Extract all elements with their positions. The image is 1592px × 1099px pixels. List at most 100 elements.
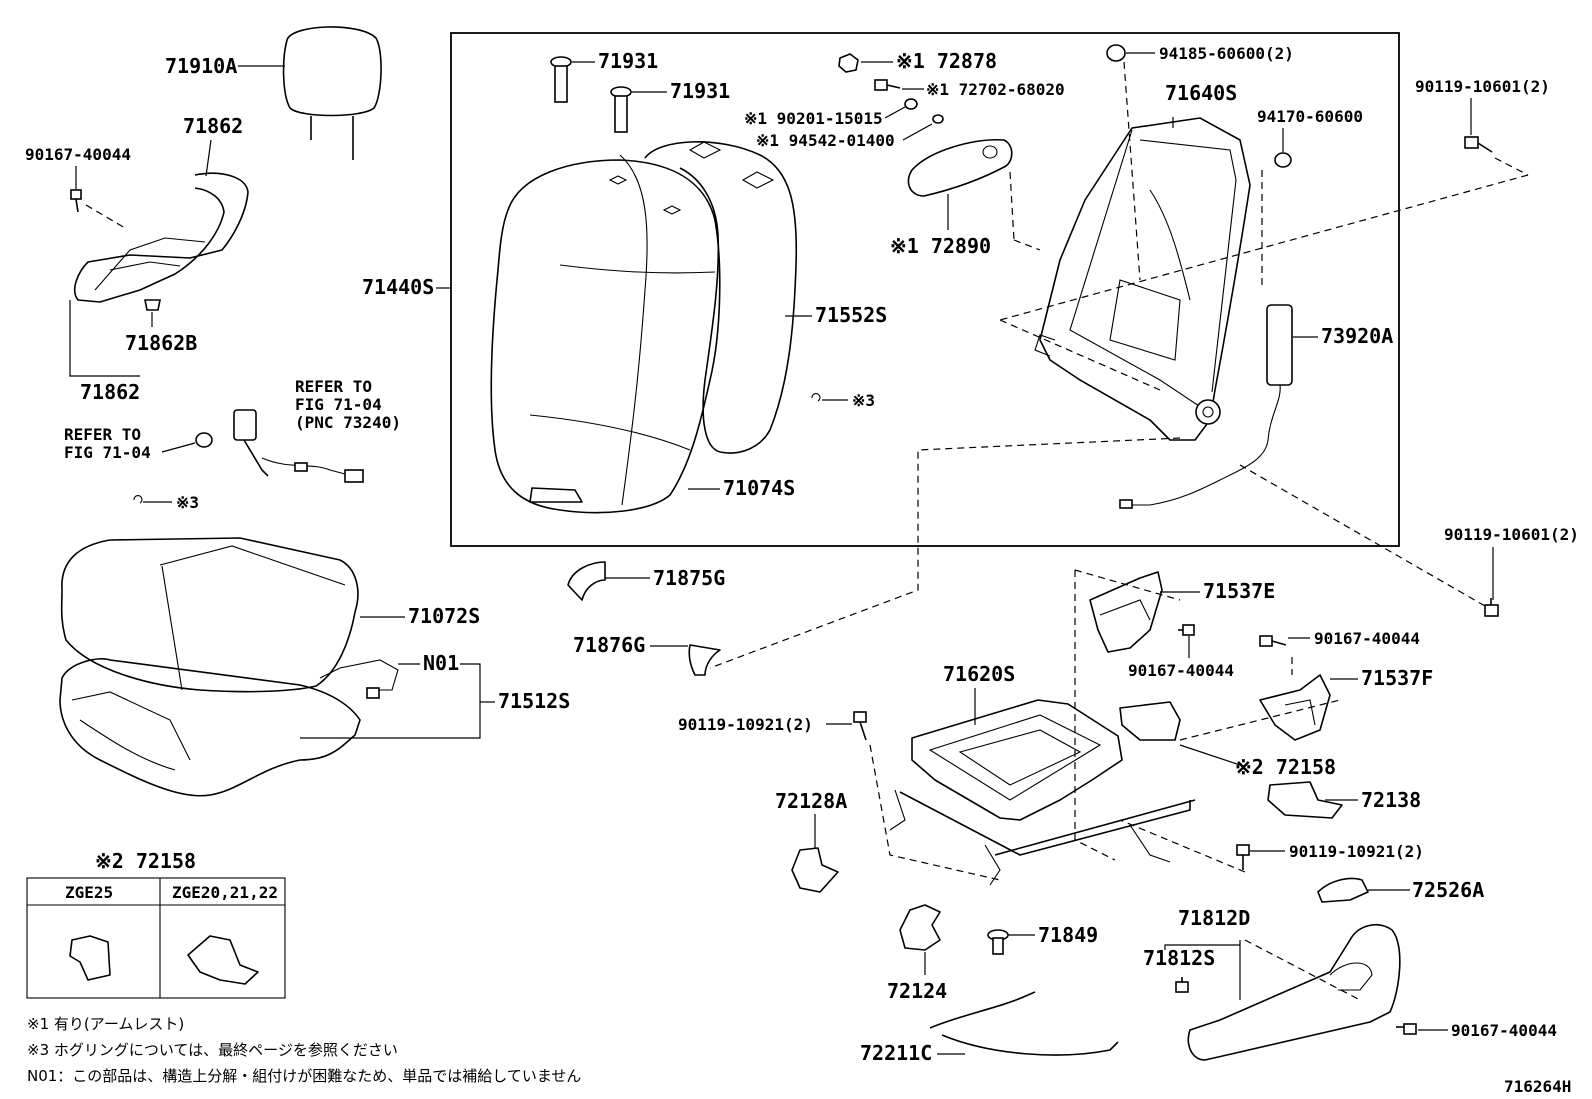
label-73920A: 73920A — [1321, 324, 1393, 348]
label-90167-40044-topleft: 90167-40044 — [25, 145, 131, 164]
variant-part-zge25-drawing — [69, 935, 111, 981]
footnote-n01: N01：この部品は、構造上分解・組付けが困難なため、単品では補給していません — [27, 1067, 581, 1085]
cover-71876G-drawing — [688, 644, 721, 676]
label-90201-15015: ※1 90201-15015 — [744, 109, 883, 128]
variant-table-title: ※2 72158 — [95, 849, 196, 873]
seat-cushion-pad-drawing — [60, 537, 359, 693]
bolt-icon — [874, 79, 901, 91]
label-94185-60600: 94185-60600(2) — [1159, 44, 1294, 63]
bolt-icon — [1178, 624, 1195, 636]
diagram-id: 716264H — [1504, 1077, 1571, 1096]
label-71440S: 71440S — [362, 275, 434, 299]
bolt-icon — [853, 711, 867, 741]
knob-72526A-drawing — [1317, 877, 1369, 903]
seatback-frame-drawing — [1034, 117, 1251, 441]
side-cover-71862-drawing — [73, 172, 249, 303]
seatback-pad-drawing — [644, 141, 798, 454]
label-71849: 71849 — [1038, 923, 1098, 947]
label-90167-40044-mid2: 90167-40044 — [1314, 629, 1420, 648]
label-90167-40044-bottomright: 90167-40044 — [1451, 1021, 1557, 1040]
seatbelt-buckle-drawing — [233, 409, 364, 483]
label-94170-60600: 94170-60600 — [1257, 107, 1363, 126]
seatback-cover-drawing — [490, 154, 721, 514]
hog-ring-icon — [811, 393, 821, 402]
cover-71537F-drawing — [1259, 674, 1331, 741]
seat-heater-element-drawing — [319, 659, 399, 699]
seat-cushion-cover-drawing — [59, 658, 361, 797]
nut-icon — [838, 53, 859, 73]
label-90119-10601-mid: 90119-10601(2) — [1444, 525, 1579, 544]
refer-to-fig-71-04-label1-line3: (PNC 73240) — [295, 413, 401, 432]
hog-ring-icon — [133, 495, 143, 504]
label-90119-10921-left: 90119-10921(2) — [678, 715, 813, 734]
refer-to-fig-71-04-label2-line1: REFER TO — [64, 425, 141, 444]
note3-box: ※3 — [852, 391, 875, 410]
variant-col-1: ZGE25 — [65, 883, 113, 902]
label-90167-40044-mid1: 90167-40044 — [1128, 661, 1234, 680]
label-71862-bottom: 71862 — [80, 380, 140, 404]
label-71931-a: 71931 — [598, 49, 658, 73]
label-90119-10921-right: 90119-10921(2) — [1289, 842, 1424, 861]
label-72128A: 72128A — [775, 789, 847, 813]
refer-to-fig-71-04-label1-line1: REFER TO — [295, 377, 372, 396]
label-72702-68020: ※1 72702-68020 — [926, 80, 1065, 99]
bolt-icon — [1484, 598, 1499, 617]
label-71552S: 71552S — [815, 303, 887, 327]
label-71640S: 71640S — [1165, 81, 1237, 105]
washer-icon — [904, 98, 918, 110]
label-71072S: 71072S — [408, 604, 480, 628]
label-71931-b: 71931 — [670, 79, 730, 103]
label-71812S: 71812S — [1143, 946, 1215, 970]
label-72158-right: ※2 72158 — [1235, 755, 1336, 779]
label-71875G: 71875G — [653, 566, 725, 590]
bolt-icon — [1464, 136, 1493, 153]
label-71812D: 71812D — [1178, 906, 1250, 930]
alignment-line — [709, 437, 1181, 669]
label-71620S: 71620S — [943, 662, 1015, 686]
label-94542-01400: ※1 94542-01400 — [756, 131, 895, 150]
label-71862B: 71862B — [125, 331, 197, 355]
pin-icon — [987, 929, 1009, 955]
armrest-drawing — [907, 138, 1013, 197]
cover-72124-drawing — [899, 904, 941, 951]
clip-icon — [144, 299, 161, 311]
label-71537F: 71537F — [1361, 666, 1433, 690]
label-71876G: 71876G — [573, 633, 645, 657]
footnote-3: ※3 ホグリングについては、最終ページを参照ください — [27, 1041, 398, 1059]
label-90119-10601-top: 90119-10601(2) — [1415, 77, 1550, 96]
cover-72158-drawing — [1119, 701, 1181, 741]
nut-icon — [1274, 152, 1292, 168]
bolt-icon — [1396, 1023, 1417, 1035]
variant-table: ZGE25 ZGE20,21,22 — [26, 877, 286, 999]
label-72526A: 72526A — [1412, 878, 1484, 902]
footnote-1: ※1 有り(アームレスト) — [27, 1015, 184, 1033]
seat-adjuster-drawing — [889, 699, 1196, 886]
bolt-icon — [70, 189, 82, 213]
note3-left: ※3 — [176, 493, 199, 512]
label-N01: N01 — [423, 651, 459, 675]
label-72211C: 72211C — [860, 1041, 932, 1065]
bolt-icon — [1259, 635, 1287, 647]
label-72878: ※1 72878 — [896, 49, 997, 73]
nut-icon — [1106, 44, 1126, 62]
cover-71875G-drawing — [567, 561, 606, 601]
washer-icon — [932, 114, 944, 124]
cover-72138-drawing — [1267, 781, 1343, 819]
headrest-guide-icon — [610, 86, 632, 133]
label-72124: 72124 — [887, 979, 947, 1003]
seatback-assembly-frame — [450, 32, 1400, 547]
variant-part-zge20-drawing — [187, 935, 259, 985]
label-72890: ※1 72890 — [890, 234, 991, 258]
nut-icon — [195, 432, 213, 448]
bolt-icon — [1236, 844, 1250, 870]
bolt-icon — [1175, 977, 1189, 993]
label-71074S: 71074S — [723, 476, 795, 500]
label-71862-top: 71862 — [183, 114, 243, 138]
cover-71537E-drawing — [1089, 571, 1163, 653]
label-71910A: 71910A — [165, 54, 237, 78]
refer-to-fig-71-04-label2-line2: FIG 71-04 — [64, 443, 151, 462]
headrest-drawing — [282, 26, 382, 160]
label-71537E: 71537E — [1203, 579, 1275, 603]
cover-72128A-drawing — [791, 847, 839, 893]
